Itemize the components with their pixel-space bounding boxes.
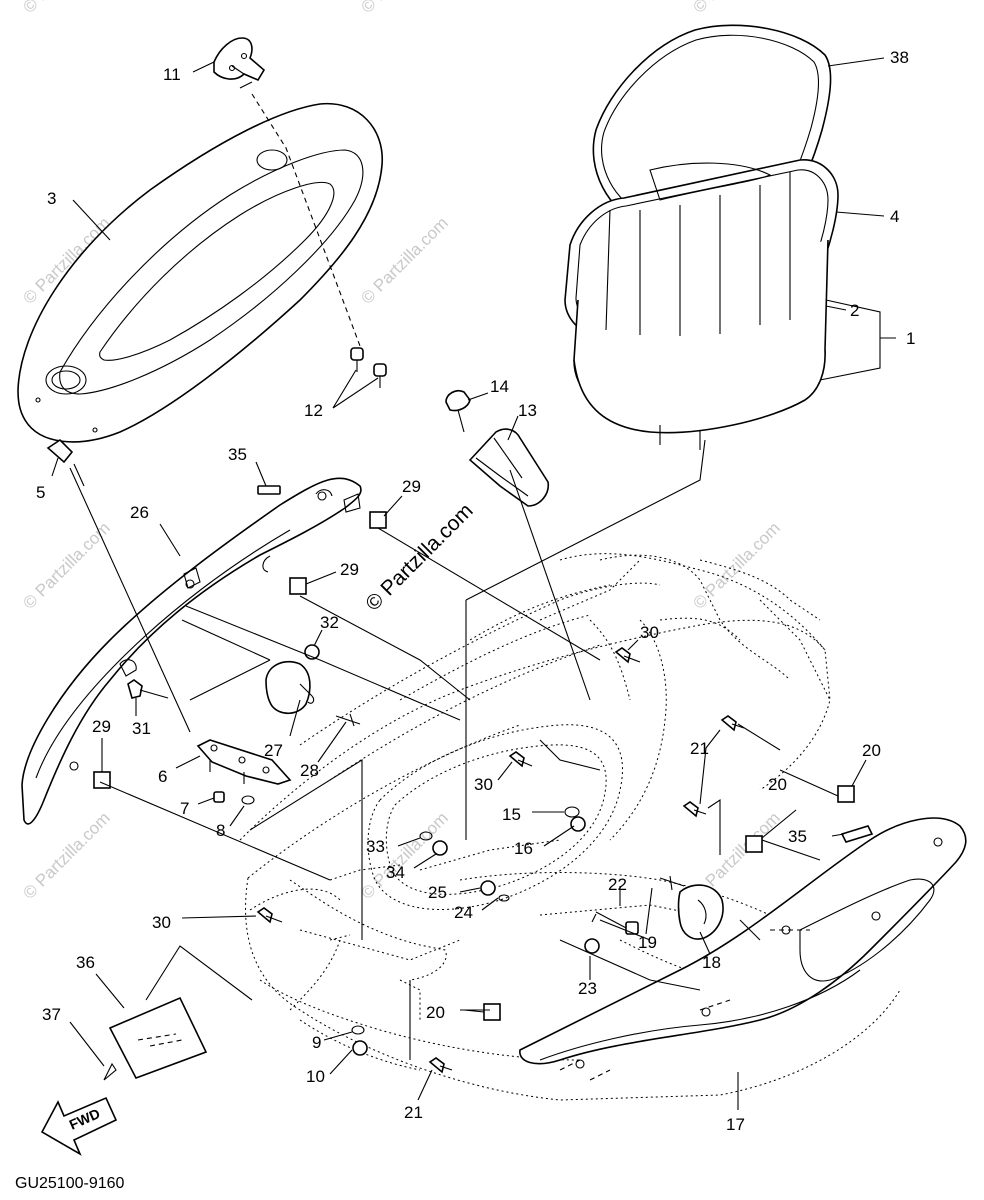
callout-12: 12	[304, 401, 323, 420]
callout-32: 32	[320, 613, 339, 632]
callout-21b: 21	[404, 1103, 423, 1122]
watermark: © Partzilla.com	[689, 518, 783, 612]
callout-20a: 20	[862, 741, 881, 760]
callout-28: 28	[300, 761, 319, 780]
callout-4: 4	[890, 207, 899, 226]
callout-10: 10	[306, 1067, 325, 1086]
callout-7: 7	[180, 799, 189, 818]
callout-19: 19	[638, 933, 657, 952]
callout-14: 14	[490, 377, 509, 396]
callout-16: 16	[514, 839, 533, 858]
callout-3: 3	[47, 189, 56, 208]
callout-24: 24	[454, 903, 473, 922]
side-rail-left	[21, 477, 362, 825]
hull-outline	[239, 553, 901, 1101]
callout-5: 5	[36, 483, 45, 502]
callout-11: 11	[163, 65, 181, 84]
bracket-part	[445, 389, 550, 507]
watermark: © Partzilla.com	[689, 0, 783, 17]
latch-part	[213, 37, 266, 89]
watermark: © Partzilla.com	[357, 0, 451, 17]
hardware-parts	[93, 485, 874, 1081]
callout-35b: 35	[788, 827, 807, 846]
watermark: © Partzilla.com	[19, 0, 113, 17]
callout-9: 9	[312, 1033, 321, 1052]
callout-13: 13	[518, 401, 537, 420]
callout-6: 6	[158, 767, 167, 786]
screw-part	[350, 347, 387, 388]
callout-20b: 20	[768, 775, 787, 794]
clip-part	[46, 438, 74, 464]
callout-30a: 30	[640, 623, 659, 642]
callout-21a: 21	[690, 739, 709, 758]
callout-25: 25	[428, 883, 447, 902]
callout-18: 18	[702, 953, 721, 972]
callout-20c: 20	[426, 1003, 445, 1022]
callout-34: 34	[386, 863, 405, 882]
callout-35a: 35	[228, 445, 247, 464]
callout-29a: 29	[402, 477, 421, 496]
storage-box	[564, 24, 839, 450]
watermark: © Partzilla.com	[19, 808, 113, 902]
callout-17: 17	[726, 1115, 745, 1134]
callout-8: 8	[216, 821, 225, 840]
callout-30b: 30	[474, 775, 493, 794]
callout-2: 2	[850, 301, 859, 320]
watermark: © Partzilla.com	[357, 213, 451, 307]
callout-22: 22	[608, 875, 627, 894]
side-rail-right	[519, 817, 967, 1081]
callout-38: 38	[890, 48, 909, 67]
callout-1: 1	[906, 329, 915, 348]
hood-cover	[17, 102, 383, 443]
callout-30c: 30	[152, 913, 171, 932]
callout-23: 23	[578, 979, 597, 998]
callout-29b: 29	[340, 560, 359, 579]
callout-36: 36	[76, 953, 95, 972]
callout-27: 27	[264, 741, 283, 760]
callout-37: 37	[42, 1005, 61, 1024]
assembly-lines	[69, 93, 839, 1060]
callout-labels: 11 3 12 38 4 2 1 14 13 35 5 29 26 29 32 …	[36, 48, 915, 1134]
drawing-code: GU25100-9160	[15, 1175, 125, 1192]
callout-26: 26	[130, 503, 149, 522]
callout-29c: 29	[92, 717, 111, 736]
callout-33: 33	[366, 837, 385, 856]
callout-15: 15	[502, 805, 521, 824]
callout-31: 31	[132, 719, 151, 738]
leader-lines	[51, 57, 896, 1110]
fwd-arrow: FWD	[40, 1096, 118, 1156]
